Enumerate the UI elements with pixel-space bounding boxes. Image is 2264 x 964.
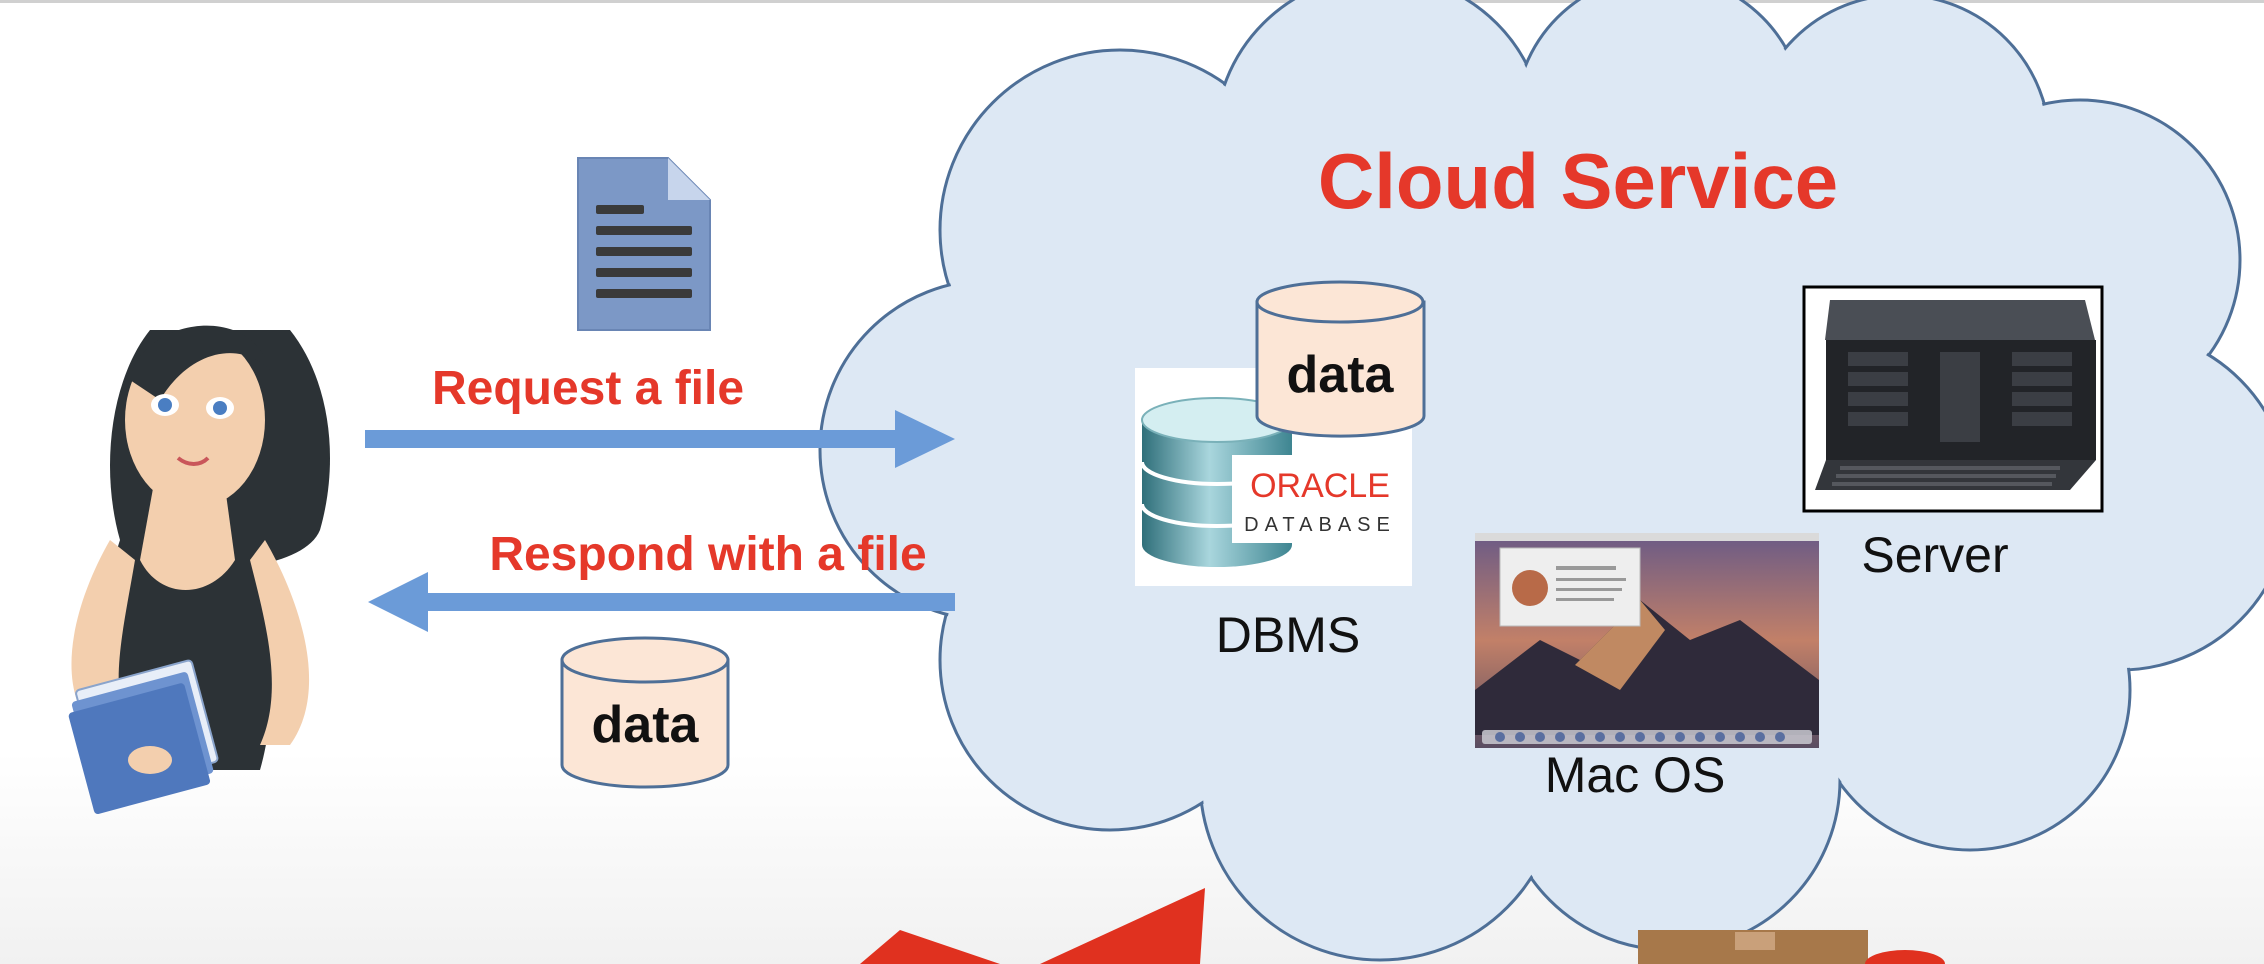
user-woman-icon [68, 325, 330, 814]
request-arrow [365, 410, 955, 468]
mac-caption: Mac OS [1545, 747, 1726, 803]
data-label-left: data [592, 696, 700, 754]
server-icon [1802, 285, 2104, 513]
mac-os-screenshot [1475, 533, 1819, 748]
data-cylinder-cloud [1255, 280, 1426, 438]
top-border [0, 0, 2264, 3]
oracle-brand: ORACLE [1250, 467, 1390, 505]
bottom-red-blob [1865, 950, 1945, 964]
respond-label: Respond with a file [489, 528, 926, 581]
dbms-caption: DBMS [1216, 607, 1360, 663]
document-icon [577, 157, 711, 331]
oracle-product: DATABASE [1244, 514, 1396, 536]
bottom-box-shape [1638, 930, 1868, 964]
cloud-title: Cloud Service [1318, 137, 1838, 225]
data-cylinder-left [560, 636, 730, 789]
request-label: Request a file [432, 362, 744, 415]
server-caption: Server [1861, 527, 2008, 583]
data-label-cloud: data [1287, 346, 1395, 404]
bottom-red-shape [860, 888, 1205, 964]
respond-arrow [368, 572, 955, 632]
